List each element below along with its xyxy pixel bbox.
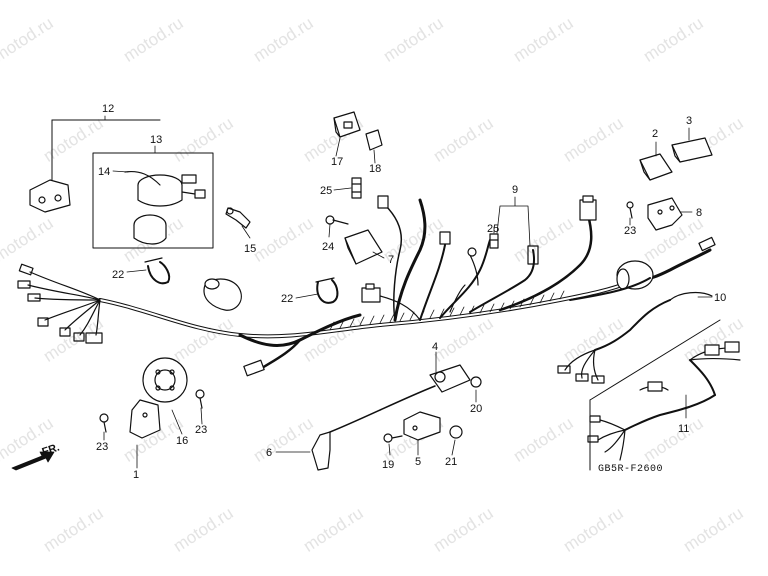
- main-wire-harness: [17, 195, 632, 377]
- callout-6: 6: [266, 447, 272, 459]
- fuse-25: [351, 177, 362, 199]
- harness-coil-sleeve: [203, 278, 242, 311]
- nut-20: [470, 376, 482, 388]
- sub-harness-11: [587, 319, 741, 471]
- ignition-key: [225, 207, 251, 229]
- bolt-23-horn: [195, 389, 205, 409]
- fuse-25-small: [489, 233, 499, 249]
- callout-24: 24: [322, 241, 334, 253]
- callout-25: 25: [487, 223, 499, 235]
- bolt-19: [383, 433, 403, 443]
- callout-15: 15: [244, 243, 256, 255]
- regulator-2: [639, 153, 673, 181]
- relay-18: [365, 129, 383, 151]
- wire-clamp: [315, 277, 339, 304]
- nut-21: [449, 425, 463, 439]
- callout-13: 13: [150, 134, 162, 146]
- callout-2: 2: [652, 128, 658, 140]
- callout-1: 1: [133, 469, 139, 481]
- callout-11: 11: [678, 423, 689, 435]
- cdi-unit: [344, 229, 383, 265]
- callout-25: 25: [320, 185, 332, 197]
- callout-23: 23: [96, 441, 108, 453]
- callout-16: 16: [176, 435, 188, 447]
- sub-harness-10: [557, 236, 716, 384]
- callout-23: 23: [624, 225, 636, 237]
- callout-7: 7: [388, 254, 394, 266]
- bolt-23-right: [626, 201, 634, 219]
- callout-17: 17: [331, 156, 343, 168]
- rectifier-3: [671, 137, 713, 163]
- horn: [129, 357, 188, 439]
- callout-labels: 12 13 14 15 22 22 17 18 25 24 7 9 25 2 3…: [96, 103, 726, 481]
- callout-8: 8: [696, 207, 702, 219]
- callout-9: 9: [512, 184, 518, 196]
- front-direction-arrow: [11, 451, 55, 471]
- bolt-23-left: [99, 413, 109, 433]
- callout-19: 19: [382, 459, 394, 471]
- diagram-code: GB5R-F2600: [598, 464, 664, 475]
- callout-22: 22: [112, 269, 124, 281]
- callout-23: 23: [195, 424, 207, 436]
- starter-switch: [311, 364, 471, 471]
- wire-clamp: [144, 257, 171, 285]
- callout-10: 10: [714, 292, 726, 304]
- callout-22: 22: [281, 293, 293, 305]
- callout-18: 18: [369, 163, 381, 175]
- ignition-switch-group: [29, 119, 214, 249]
- bracket-8: [647, 197, 683, 231]
- callout-21: 21: [445, 456, 457, 468]
- callout-12: 12: [102, 103, 114, 115]
- relay-17: [333, 111, 361, 138]
- callout-20: 20: [470, 403, 482, 415]
- leader-lines: [103, 115, 713, 469]
- callout-14: 14: [98, 166, 110, 178]
- callout-4: 4: [432, 341, 438, 353]
- callout-3: 3: [686, 115, 692, 127]
- callout-5: 5: [415, 456, 421, 468]
- bolt-24: [325, 215, 349, 225]
